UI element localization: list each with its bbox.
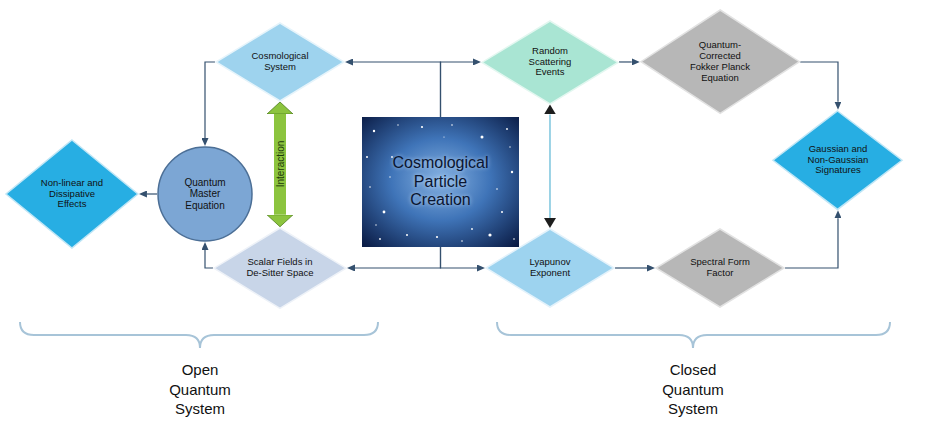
diamond-shape	[641, 10, 799, 113]
equation-circle: Quantum Master Equation	[157, 146, 253, 242]
node-text: Non-linear and Dissipative Effects	[38, 178, 106, 211]
flow-arrow	[800, 62, 838, 102]
node-text: Random Scattering Events	[522, 46, 578, 79]
diamond-shape	[656, 229, 784, 307]
node-text: Lyapunov Exponent	[524, 257, 576, 279]
result-diamond: Gaussian and Non-Gaussian Signatures	[772, 110, 903, 210]
process-diamond: Spectral Form Factor	[655, 228, 785, 308]
flow-arrow	[441, 247, 478, 268]
node-text: Quantum Master Equation	[180, 177, 230, 212]
effect-diamond: Non-linear and Dissipative Effects	[5, 139, 139, 249]
node-text: Cosmological Particle Creation	[386, 154, 496, 209]
system-diamond: Cosmological System	[215, 22, 345, 102]
stars	[366, 124, 515, 242]
interaction-arrow	[274, 114, 286, 215]
node-text: Quantum-Corrected Fokker Planck Equation	[688, 40, 752, 84]
diamond-shape	[214, 228, 346, 308]
image-box: Cosmological Particle Creation	[362, 117, 519, 247]
process-diamond: Lyapunov Exponent	[485, 228, 615, 308]
flow-arrow	[615, 267, 647, 268]
diamond-shape	[486, 229, 614, 307]
node-text: Spectral Form Factor	[687, 257, 753, 279]
group-brace	[20, 322, 378, 348]
link-arrow	[549, 114, 551, 218]
group-label: Closed Quantum System	[643, 360, 743, 419]
diamond-shape	[773, 111, 902, 209]
process-diamond: Quantum-Corrected Fokker Planck Equation	[640, 9, 800, 114]
sky-background	[362, 117, 519, 247]
diamond-shape	[482, 21, 618, 104]
process-diamond: Random Scattering Events	[481, 20, 619, 105]
diamond-shape	[6, 140, 138, 248]
node-text: Scalar Fields in De-Sitter Space	[245, 257, 315, 279]
flow-arrow	[785, 218, 838, 268]
diamond-shape	[216, 23, 344, 101]
system-diamond: Scalar Fields in De-Sitter Space	[213, 227, 347, 309]
circle-shape	[158, 147, 252, 241]
node-text: Cosmological System	[248, 51, 312, 73]
flow-arrow	[147, 193, 157, 194]
flow-arrow	[353, 62, 441, 117]
flow-arrow	[355, 247, 441, 268]
flow-arrow	[205, 62, 215, 138]
starfield-image	[362, 117, 519, 247]
flow-arrow	[619, 61, 632, 62]
flow-arrow	[205, 250, 213, 268]
group-brace	[497, 322, 890, 348]
flow-arrow	[441, 62, 473, 117]
group-label: Open Quantum System	[150, 360, 250, 419]
node-text: Gaussian and Non-Gaussian Signatures	[807, 144, 869, 177]
edge-label: Interaction	[275, 139, 286, 190]
